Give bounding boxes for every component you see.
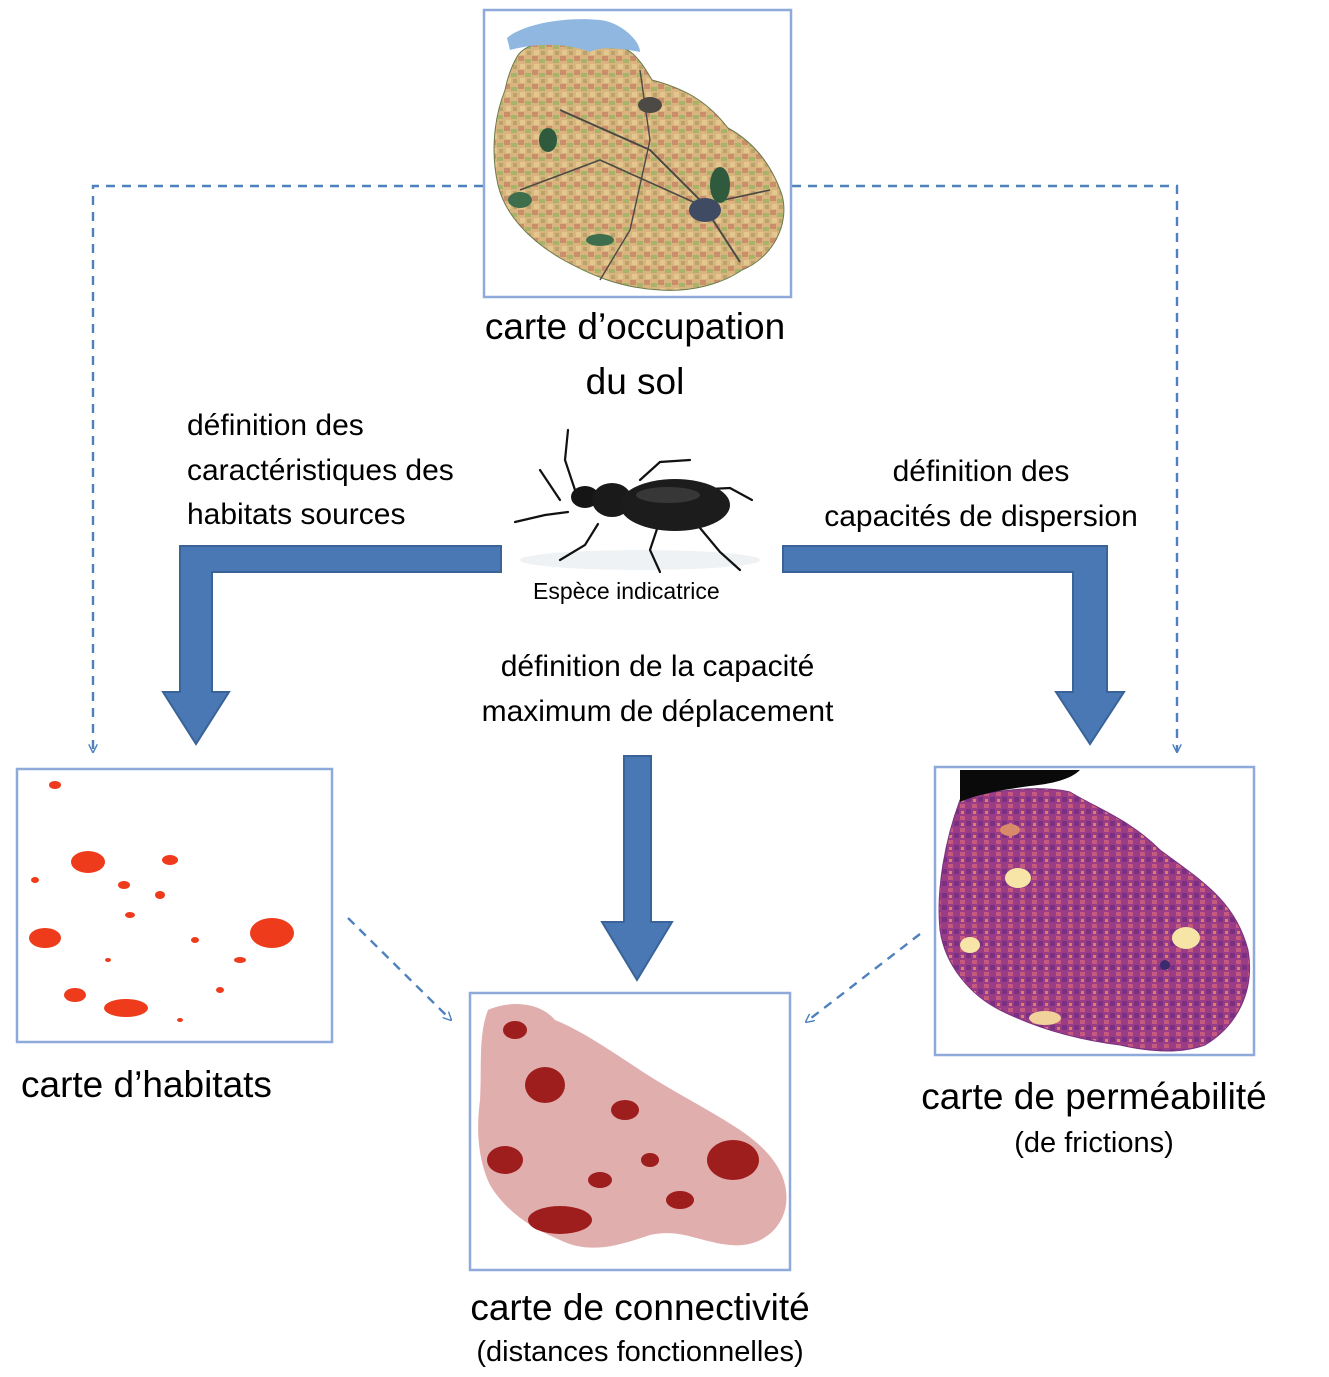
habitats-map bbox=[15, 767, 334, 1044]
dashed-connector-right bbox=[792, 184, 1177, 752]
edge-center-line2: maximum de déplacement bbox=[481, 694, 834, 728]
permeability-subtitle: (de frictions) bbox=[1014, 1126, 1174, 1159]
permeability-map bbox=[933, 765, 1256, 1057]
beetle-icon bbox=[513, 428, 760, 574]
dashed-connector-permeability-to-connectivity bbox=[806, 933, 921, 1022]
species-caption: Espèce indicatrice bbox=[533, 578, 720, 604]
edge-left-line1: définition des bbox=[187, 409, 364, 442]
connectivity-title: carte de connectivité (distances fonctio… bbox=[420, 1287, 860, 1369]
edge-left-line3: habitats sources bbox=[187, 498, 406, 531]
habitats-title: carte d’habitats bbox=[21, 1064, 272, 1105]
permeability-title-line: carte de perméabilité bbox=[921, 1076, 1267, 1117]
thick-arrow-right bbox=[782, 545, 1126, 746]
edge-label-max-displacement: définition de la capacité maximum de dép… bbox=[450, 650, 865, 729]
thick-arrow-left bbox=[161, 545, 502, 746]
connectivity-map bbox=[468, 991, 792, 1272]
edge-center-line1: définition de la capacité bbox=[500, 650, 815, 683]
edge-label-habitat-sources: définition des caractéristiques des habi… bbox=[187, 409, 454, 533]
permeability-title: carte de perméabilité (de frictions) bbox=[880, 1076, 1308, 1160]
connectivity-title-line: carte de connectivité bbox=[470, 1287, 810, 1328]
dashed-connector-left bbox=[93, 184, 483, 752]
land-use-title-line2: du sol bbox=[585, 360, 685, 402]
land-use-title: carte d’occupation du sol bbox=[433, 306, 837, 403]
dashed-connector-habitats-to-connectivity bbox=[347, 917, 451, 1020]
connectivity-subtitle: (distances fonctionnelles) bbox=[476, 1335, 804, 1368]
edge-left-line2: caractéristiques des bbox=[187, 453, 454, 487]
land-use-title-line1: carte d’occupation bbox=[484, 306, 786, 347]
thick-arrow-center bbox=[600, 755, 674, 982]
edge-label-dispersion: définition des capacités de dispersion bbox=[805, 455, 1157, 534]
edge-right-line1: définition des bbox=[892, 455, 1070, 488]
edge-right-line2: capacités de dispersion bbox=[824, 499, 1138, 533]
land-use-map bbox=[482, 8, 793, 299]
